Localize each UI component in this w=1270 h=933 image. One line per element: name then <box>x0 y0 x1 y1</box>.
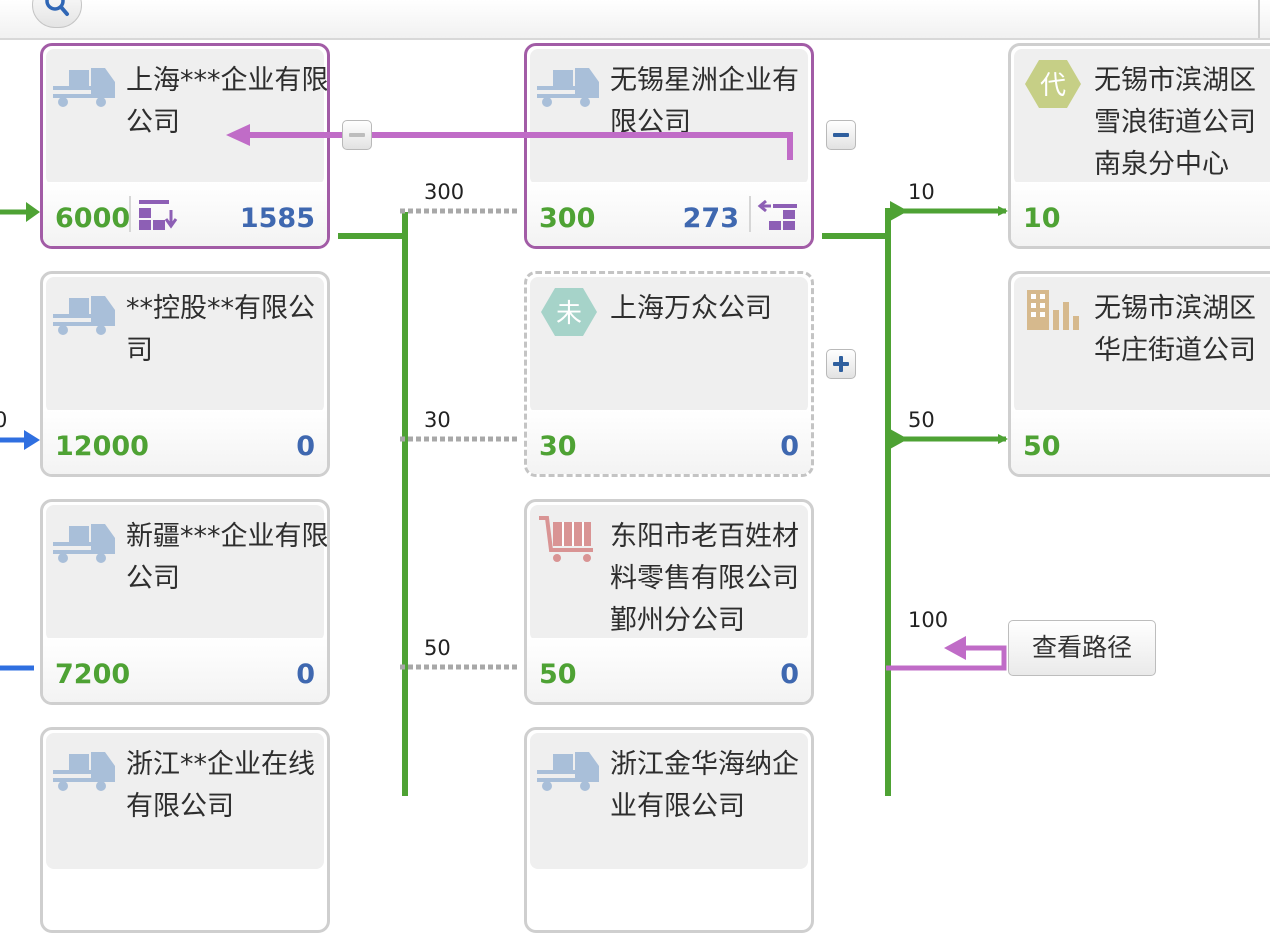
highlight-path-arrow <box>226 124 250 146</box>
truck-icon <box>537 752 599 791</box>
node-2-footer <box>43 410 327 474</box>
collapse-toggle-node-5[interactable] <box>826 120 856 150</box>
search-icon <box>45 0 69 16</box>
node-1-right-value: 1585 <box>239 203 315 234</box>
node-2-name: **控股**有限公司 <box>126 293 315 366</box>
minus-icon <box>349 133 365 137</box>
node-5-name: 无锡星洲企业有限公司 <box>610 65 799 138</box>
company-node-6[interactable]: 未 上海万众公司 30 0 <box>524 271 814 477</box>
company-node-5[interactable]: 无锡星洲企业有限公司 300 273 <box>524 43 814 249</box>
hexagon-badge-icon: 未 <box>541 288 597 336</box>
edge-label-30: 30 <box>424 408 451 432</box>
edge-label-incoming-clipped: 0 <box>0 408 8 432</box>
highlight-path <box>226 124 793 160</box>
node-9-left-value: 10 <box>1023 203 1061 234</box>
node-7-footer <box>527 638 811 702</box>
top-toolbar <box>0 0 1270 40</box>
view-path-edge <box>886 645 1007 671</box>
hexagon-badge-icon: 代 <box>1025 60 1081 108</box>
edge-label-300: 300 <box>424 180 465 204</box>
node-6-name: 上海万众公司 <box>610 293 772 324</box>
connection-lines <box>0 201 1008 796</box>
truck-icon <box>537 68 599 107</box>
node-10-header <box>1014 277 1270 413</box>
view-path-arrow <box>944 636 966 660</box>
company-node-1[interactable]: 上海***企业有限公司 6000 1585 <box>40 43 330 249</box>
node-6-footer <box>527 410 811 474</box>
node-1-footer <box>43 182 327 246</box>
edge-label-10: 10 <box>908 180 935 204</box>
truck-icon <box>53 296 115 335</box>
node-1-left-value: 6000 <box>55 203 131 234</box>
node-6-badge: 未 <box>556 299 582 329</box>
boxes-down-icon[interactable] <box>135 196 179 232</box>
node-1-name: 上海***企业有限公司 <box>126 65 329 138</box>
edge-9-start-arrow <box>890 201 908 221</box>
node-7-name: 东阳市老百姓材料零售有限公司鄞州分公司 <box>610 521 799 636</box>
edge-10-start-arrow <box>890 429 908 449</box>
node-9-footer <box>1011 182 1270 246</box>
node-7-right-value: 0 <box>780 659 799 690</box>
company-node-9[interactable]: 代 无锡市滨湖区雪浪街道公司南泉分中心 10 <box>1008 43 1270 249</box>
truck-icon <box>53 752 115 791</box>
node-10-name: 无锡市滨湖区华庄街道公司 <box>1094 293 1256 366</box>
building-icon <box>1027 290 1079 330</box>
company-node-3[interactable]: 新疆***企业有限公司 7200 0 <box>40 499 330 705</box>
incoming-arrow-1 <box>26 202 40 222</box>
node-9-badge: 代 <box>1040 71 1066 101</box>
node-1-separator <box>129 196 131 232</box>
expand-toggle-node-6[interactable] <box>826 349 856 379</box>
node-2-right-value: 0 <box>296 431 315 462</box>
node-3-right-value: 0 <box>296 659 315 690</box>
view-path-button[interactable]: 查看路径 <box>1008 620 1156 676</box>
node-2-left-value: 12000 <box>55 431 149 462</box>
highlight-path-line <box>248 132 793 160</box>
node-5-right-value: 273 <box>682 203 739 234</box>
plus-icon-v <box>839 356 843 372</box>
node-7-left-value: 50 <box>539 659 577 690</box>
edge-label-50-right: 50 <box>908 408 935 432</box>
edge-label-50: 50 <box>424 636 451 660</box>
edge-label-100: 100 <box>908 608 949 632</box>
company-node-10[interactable]: 无锡市滨湖区华庄街道公司 50 <box>1008 271 1270 477</box>
truck-icon <box>53 524 115 563</box>
boxes-return-icon[interactable] <box>757 196 801 232</box>
minus-icon <box>833 133 849 137</box>
node-5-separator <box>749 196 751 232</box>
toolbar-scroll-edge <box>1258 0 1260 38</box>
node-3-left-value: 7200 <box>55 659 131 690</box>
cart-icon <box>539 516 593 562</box>
node-10-left-value: 50 <box>1023 431 1061 462</box>
node-3-name: 新疆***企业有限公司 <box>126 521 329 594</box>
company-node-2[interactable]: **控股**有限公司 12000 0 <box>40 271 330 477</box>
node-6-right-value: 0 <box>780 431 799 462</box>
node-3-footer <box>43 638 327 702</box>
node-6-left-value: 30 <box>539 431 577 462</box>
truck-icon <box>53 68 115 107</box>
node-9-name: 无锡市滨湖区雪浪街道公司南泉分中心 <box>1094 65 1256 180</box>
node-10-footer <box>1011 410 1270 474</box>
node-5-left-value: 300 <box>539 203 596 234</box>
company-node-7[interactable]: 东阳市老百姓材料零售有限公司鄞州分公司 50 0 <box>524 499 814 705</box>
collapse-toggle-node-1[interactable] <box>342 120 372 150</box>
node-5-footer <box>527 182 811 246</box>
incoming-arrow-2 <box>24 430 40 450</box>
